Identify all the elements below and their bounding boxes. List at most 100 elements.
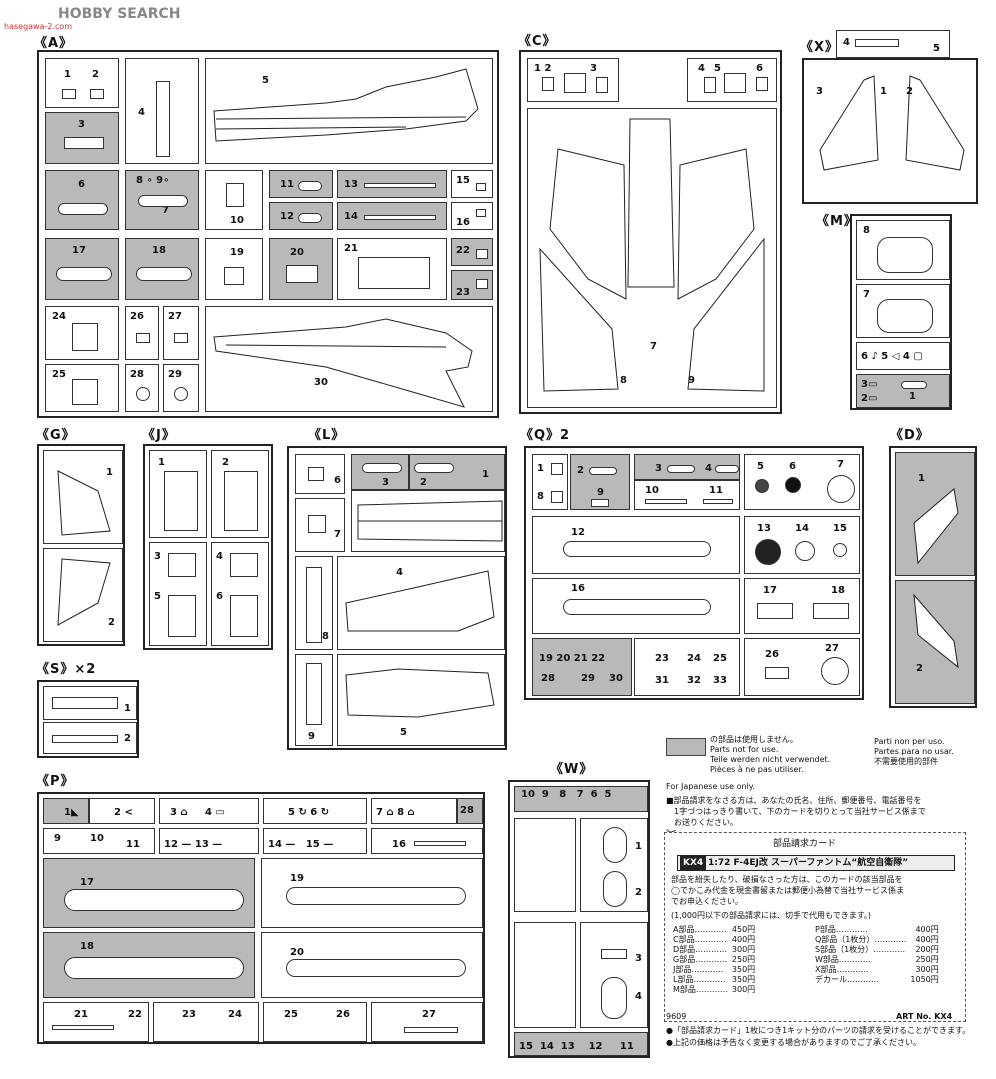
cell-p20: 20 [261, 932, 483, 998]
card-body-4: (1,000円以下の部品請求には、切手で代用もできます。) [671, 911, 872, 920]
price-value: 250円 [915, 955, 939, 964]
cell-m8: 8 [856, 220, 950, 280]
cell-d2: 2 [895, 580, 975, 704]
price-value: 1050円 [910, 975, 939, 984]
cell-a11: 11 [269, 170, 333, 198]
price-part: S部品（1枚分）………… [815, 945, 906, 954]
parts-order-card: 部品請求カード KX4 1:72 F-4EJ改 スーパーファントム“航空自衛隊”… [664, 832, 966, 1022]
cell-a30: 30 [205, 306, 493, 412]
cell-w10-5: 10 9 8 7 6 5 [514, 786, 648, 812]
sprue-x-label: 《X》 [800, 40, 840, 55]
sprue-a-label: 《A》 [34, 36, 74, 51]
cell-p1: 1◣ [43, 798, 89, 824]
cell-p3-4: 3 ⌂ 4 ▭ [159, 798, 259, 824]
for-japanese-use: For Japanese use only. [666, 782, 755, 791]
price-part: J部品………… [673, 965, 724, 974]
product-code: KX4 [680, 856, 707, 870]
cell-d1: 1 [895, 452, 975, 576]
price-value: 350円 [731, 965, 756, 974]
cell-a4: 4 [125, 58, 199, 164]
card-title: 部品請求カード [773, 839, 837, 849]
cell-w11-15: 15 14 13 12 11 [514, 1032, 648, 1056]
cell-l1 [351, 490, 505, 552]
cell-p16: 16 [371, 828, 483, 854]
cell-l4: 4 [337, 556, 505, 650]
price-row: デカール…………1050円 [813, 975, 941, 985]
price-row: L部品………… 350円 [671, 975, 757, 985]
price-row: Q部品（1枚分）…………400円 [813, 935, 941, 945]
cell-a16: 16 [451, 202, 493, 230]
unused-parts-swatch [666, 738, 706, 756]
price-row: P部品…………400円 [813, 925, 941, 935]
watermark-site: hasegawa-2.com [4, 22, 73, 31]
cell-g2: 2 [43, 548, 123, 642]
cell-m1-3: 3▭2▭1 [856, 374, 950, 408]
price-value: 350円 [731, 975, 756, 984]
cell-p17: 17 [43, 858, 255, 928]
cell-g1: 1 [43, 450, 123, 544]
cell-p12-13: 12 — 13 — [159, 828, 259, 854]
price-part: L部品………… [673, 975, 726, 984]
price-row: M部品…………300円 [671, 985, 757, 995]
sprue-q-label: 《Q》2 [520, 428, 571, 443]
cell-a18: 18 [125, 238, 199, 300]
price-part: G部品………… [673, 955, 728, 964]
price-value: 300円 [731, 985, 756, 994]
cell-a25: 25 [45, 364, 119, 412]
cell-j1: 1 [149, 450, 207, 538]
price-row: X部品…………300円 [813, 965, 941, 975]
footnote-1: ●「部品請求カード」1枚につき1キット分のパーツの請求を受けることができます。 [666, 1026, 971, 1035]
cell-a24: 24 [45, 306, 119, 360]
cell-a15: 15 [451, 170, 493, 198]
legend-de: Teile werden nicht verwendet. [710, 755, 831, 764]
price-part: A部品………… [673, 925, 727, 934]
cell-w-blank2 [514, 922, 576, 1028]
price-row: J部品………… 350円 [671, 965, 757, 975]
cell-q16: 16 [532, 578, 740, 634]
product-banner: KX4 1:72 F-4EJ改 スーパーファントム“航空自衛隊” [677, 855, 955, 871]
cell-l7: 7 [295, 498, 345, 552]
sprue-d-label: 《D》 [890, 428, 930, 443]
price-row: W部品…………250円 [813, 955, 941, 965]
cell-s2: 2 [43, 722, 137, 754]
cell-a21: 21 [337, 238, 447, 300]
price-value: 400円 [915, 935, 939, 944]
legend-es: Partes para no usar. [874, 747, 954, 756]
sprue-s-label: 《S》×2 [36, 662, 97, 677]
cell-l2-3: 3 [351, 454, 409, 490]
price-row: S部品（1枚分）…………200円 [813, 945, 941, 955]
cell-l6: 6 [295, 454, 345, 494]
cell-l8: 8 [295, 556, 333, 650]
cell-q12: 12 [532, 516, 740, 574]
cell-a14: 14 [337, 202, 447, 230]
price-row: C部品…………400円 [671, 935, 757, 945]
cell-m7: 7 [856, 284, 950, 338]
cell-p28: 28 [457, 798, 483, 824]
cell-a5: 5 [205, 58, 493, 164]
price-value: 250円 [731, 955, 756, 964]
sprue-g-frame: 1 2 [37, 444, 125, 646]
cell-a22: 22 [451, 238, 493, 266]
price-part: C部品………… [673, 935, 727, 944]
cell-p5-6: 5 ↻ 6 ↻ [263, 798, 367, 824]
